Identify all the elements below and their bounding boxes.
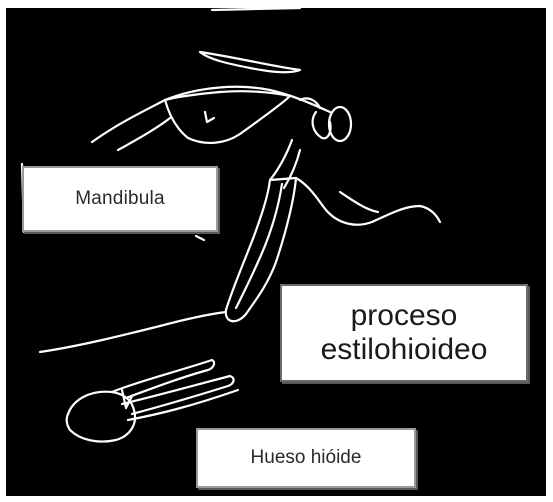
- condyle-region: [165, 91, 290, 143]
- lower-jaw-curve: [40, 312, 226, 352]
- label-proceso-line1: proceso: [351, 299, 458, 333]
- label-hueso-text: Hueso hióide: [251, 447, 362, 469]
- cranial-base-line: [92, 87, 330, 142]
- mastoid-oval: [329, 107, 351, 141]
- hyoid-horn-1: [112, 360, 214, 398]
- top-edge-line: [212, 8, 300, 10]
- label-proceso-line2: estilohioideo: [321, 333, 488, 367]
- label-proceso-estilohioideo: proceso estilohioideo: [280, 284, 528, 382]
- cranial-base-lower: [118, 118, 170, 150]
- ramus-line-outer: [270, 140, 292, 180]
- hyoid-horn-3: [128, 390, 238, 420]
- skull-base-contour: [200, 52, 300, 72]
- condyle-mark: [205, 112, 214, 122]
- label-mandibula: Mandibula: [22, 166, 218, 232]
- label-mandibula-text: Mandibula: [75, 188, 164, 210]
- styloid-inner: [236, 184, 282, 308]
- mastoid-outline: [313, 112, 331, 138]
- left-mark: [196, 236, 204, 240]
- label-hueso-hioide: Hueso hióide: [196, 428, 416, 488]
- neck-curve: [296, 178, 440, 225]
- neck-short: [340, 192, 378, 212]
